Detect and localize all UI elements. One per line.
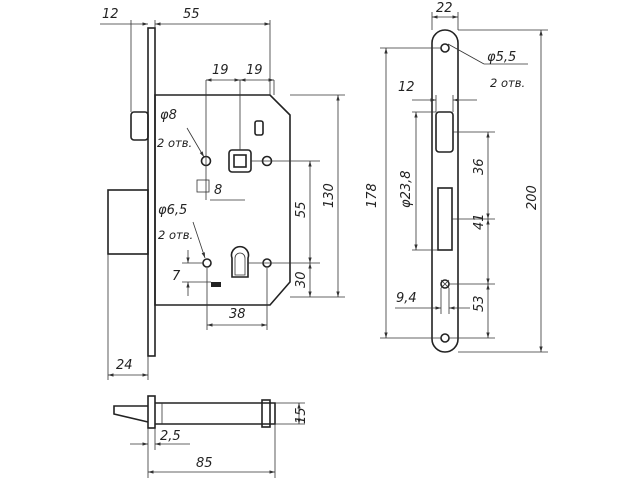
- dim-spindle-19b: 19: [246, 63, 263, 78]
- lower-tab: [211, 282, 221, 287]
- latch-opening: [435, 111, 454, 153]
- dim-face-12: 12: [398, 80, 415, 95]
- dim-top-55: 55: [183, 7, 200, 22]
- top-faceplate: [147, 395, 156, 429]
- faceplate: [431, 29, 459, 353]
- dia-6-5-label: φ6,5: [158, 203, 187, 218]
- square-8-label: 8: [214, 183, 222, 198]
- dim-130: 130: [322, 183, 337, 208]
- deadbolt: [107, 189, 149, 255]
- dia-23-8-label: φ23,8: [399, 170, 414, 208]
- dim-22: 22: [436, 1, 453, 16]
- top-bolt: [113, 405, 149, 423]
- faceplate-edge: [147, 27, 156, 357]
- cylinder-hole-left: [202, 258, 212, 268]
- faceplate-hole-top: [440, 43, 450, 53]
- faceplate-hole-bottom: [440, 333, 450, 343]
- holes-2-5-5-label: 2 отв.: [490, 76, 525, 90]
- dia-5-5-label: φ5,5: [487, 50, 516, 65]
- dim-24: 24: [116, 358, 133, 373]
- dia-8-label: φ8: [160, 108, 177, 123]
- spindle-square: [233, 154, 247, 168]
- deadbolt-opening: [437, 187, 453, 251]
- dim-178: 178: [365, 183, 380, 208]
- dim-55-right: 55: [294, 201, 309, 218]
- dim-9-4: 9,4: [396, 291, 417, 306]
- top-case: [155, 402, 276, 425]
- top-hub: [261, 399, 271, 428]
- square-8-marker: [196, 179, 210, 193]
- dim-top-12: 12: [102, 7, 119, 22]
- dim-15: 15: [294, 407, 309, 424]
- dim-53: 53: [472, 295, 487, 312]
- dim-38: 38: [229, 307, 246, 322]
- holes-2-6-5-label: 2 отв.: [158, 228, 193, 242]
- top-view: 15 2,5 85: [113, 395, 309, 478]
- cylinder-inner: [234, 252, 246, 276]
- dim-41: 41: [472, 213, 487, 230]
- dim-36: 36: [472, 158, 487, 175]
- faceplate-view: 22 φ5,5 2 отв. 12 178 φ23,8 36 41 53: [365, 1, 548, 353]
- spindle-hub: [228, 149, 252, 173]
- top-slot: [254, 120, 264, 136]
- dim-85: 85: [196, 456, 213, 471]
- latch-bolt: [130, 111, 149, 141]
- front-view: 12 55 19 19 φ8 2 отв. 8 φ6,5 2 отв. 7 38: [100, 7, 345, 380]
- cylinder-cutout: [230, 245, 250, 278]
- dim-200: 200: [525, 185, 540, 210]
- dim-30: 30: [294, 271, 309, 288]
- dim-7: 7: [172, 269, 181, 284]
- dim-2-5: 2,5: [160, 429, 181, 444]
- dim-spindle-19a: 19: [212, 63, 229, 78]
- holes-2-8-label: 2 отв.: [157, 136, 192, 150]
